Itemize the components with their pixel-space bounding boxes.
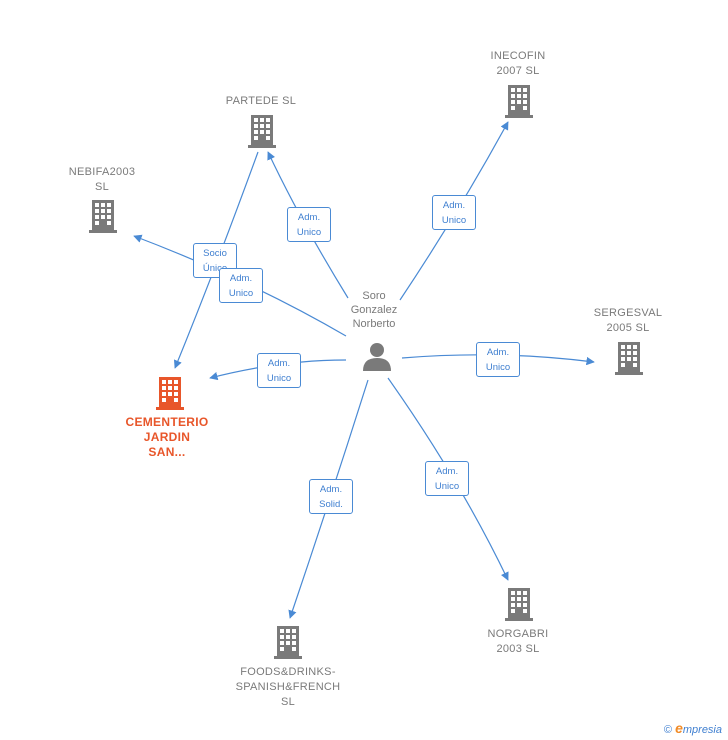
edge-label-sergesval: Adm. Unico (476, 342, 520, 377)
sergesval-label[interactable]: SERGESVAL 2005 SL (593, 307, 663, 334)
edge-label-foods: Adm. Solid. (309, 479, 353, 514)
partede-label[interactable]: PARTEDE SL (225, 95, 297, 107)
edge-label-cementerio: Adm. Unico (257, 353, 301, 388)
sergesval-building-icon (615, 342, 643, 375)
brand-initial: e (675, 720, 683, 736)
brand-name: mpresia (682, 724, 722, 736)
norgabri-label[interactable]: NORGABRI 2003 SL (487, 628, 549, 655)
nebifa-building-icon (89, 200, 117, 233)
foods-label[interactable]: FOODS&DRINKS- SPANISH&FRENCH SL (235, 666, 341, 708)
edge-label-inecofin: Adm. Unico (432, 195, 476, 230)
edge-label-norgabri: Adm. Unico (425, 461, 469, 496)
person-icon (363, 343, 391, 371)
cementerio-building-icon (156, 377, 184, 410)
partede-building-icon (248, 115, 276, 148)
edge-label-partede: Adm. Unico (287, 207, 331, 242)
cementerio-label[interactable]: CEMENTERIO JARDIN SAN... (125, 415, 209, 459)
inecofin-label[interactable]: INECOFIN 2007 SL (490, 50, 546, 77)
empresia-watermark: © empresia (664, 720, 722, 736)
copyright-symbol: © (663, 724, 673, 736)
norgabri-building-icon (505, 588, 533, 621)
foods-building-icon (274, 626, 302, 659)
center-person-label: Soro Gonzalez Norberto (350, 290, 398, 330)
edge-label-nebifa: Adm. Unico (219, 268, 263, 303)
nebifa-label[interactable]: NEBIFA2003 SL (68, 166, 136, 193)
inecofin-building-icon (505, 85, 533, 118)
